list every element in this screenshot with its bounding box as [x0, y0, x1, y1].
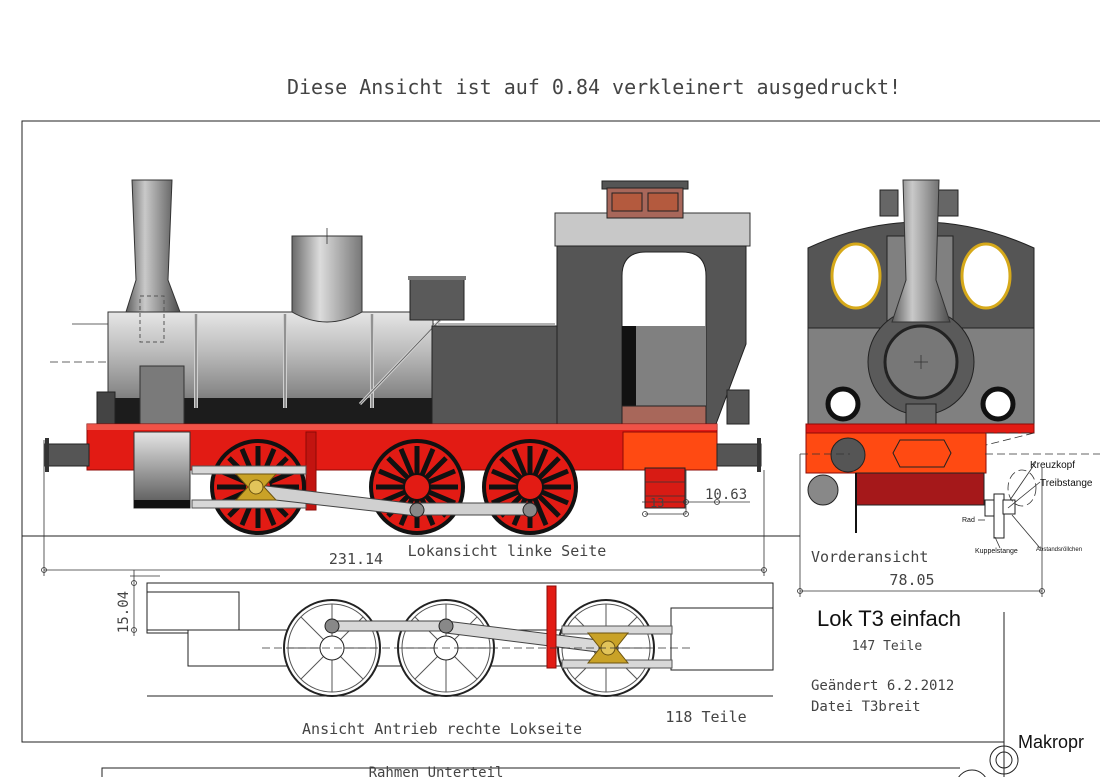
coupling-rod — [416, 502, 531, 516]
dim-frame-height: 15.04 — [116, 591, 132, 633]
smokebox-door — [139, 365, 185, 425]
label-frame-lower: Rahmen Unterteil — [369, 765, 504, 777]
title-block: Lok T3 einfach 147 Teile Geändert 6.2.20… — [811, 606, 1084, 777]
callout-spacer: Abstandsröllchen — [1036, 547, 1082, 553]
frame-lower-view: Rahmen Unterteil — [101, 765, 960, 777]
title-parts: 147 Teile — [852, 639, 923, 654]
buffer-front — [44, 443, 90, 467]
callout-main-rod: Treibstange — [1040, 478, 1093, 489]
dim-length: 231.14 — [329, 550, 383, 568]
wheel-left-2 — [369, 439, 465, 535]
steps — [644, 467, 686, 509]
sandbox — [409, 277, 465, 321]
drive-view: 15.04 — [116, 570, 774, 738]
label-front-view: Vorderansicht — [811, 548, 928, 566]
front-lamp-right — [980, 386, 1016, 422]
title-changed: Geändert 6.2.2012 — [811, 678, 954, 694]
label-drive-parts: 118 Teile — [665, 708, 746, 726]
front-lamp-left — [825, 386, 861, 422]
dim-buffer-height: 10.63 — [705, 487, 747, 503]
callout-wheel: Rad — [962, 517, 975, 524]
wheel-left-3 — [482, 439, 578, 535]
front-window-left — [830, 242, 882, 310]
title: Lok T3 einfach — [817, 606, 961, 631]
callout-crosshead: Kreuzkopf — [1030, 460, 1075, 471]
label-left-side-view: Lokansicht linke Seite — [408, 542, 607, 560]
buffer-rear — [716, 443, 762, 467]
side-tank — [431, 325, 559, 425]
front-view: Kreuzkopf Treibstange Rad Kuppelstange A… — [797, 179, 1100, 597]
brand: Makropr — [1018, 732, 1084, 752]
crosshead — [234, 473, 278, 501]
sheet-border — [21, 120, 1100, 743]
steam-dome — [291, 235, 363, 323]
cylinder — [133, 431, 191, 509]
chimney — [125, 179, 181, 313]
front-window-right — [960, 242, 1012, 310]
label-drive-view: Ansicht Antrieb rechte Lokseite — [302, 720, 582, 738]
dim-small: 13 — [650, 496, 664, 510]
callout-coupling-rod: Kuppelstange — [975, 548, 1018, 555]
header-note: Diese Ansicht ist auf 0.84 verkleinert a… — [287, 75, 901, 99]
dim-front-width: 78.05 — [889, 571, 934, 589]
title-file: Datei T3breit — [811, 699, 921, 715]
coal-bunker — [621, 405, 707, 425]
left-side-view: 10.63 13 231.14 Lokansicht linke Seite — [41, 179, 767, 576]
front-chimney — [891, 179, 951, 323]
